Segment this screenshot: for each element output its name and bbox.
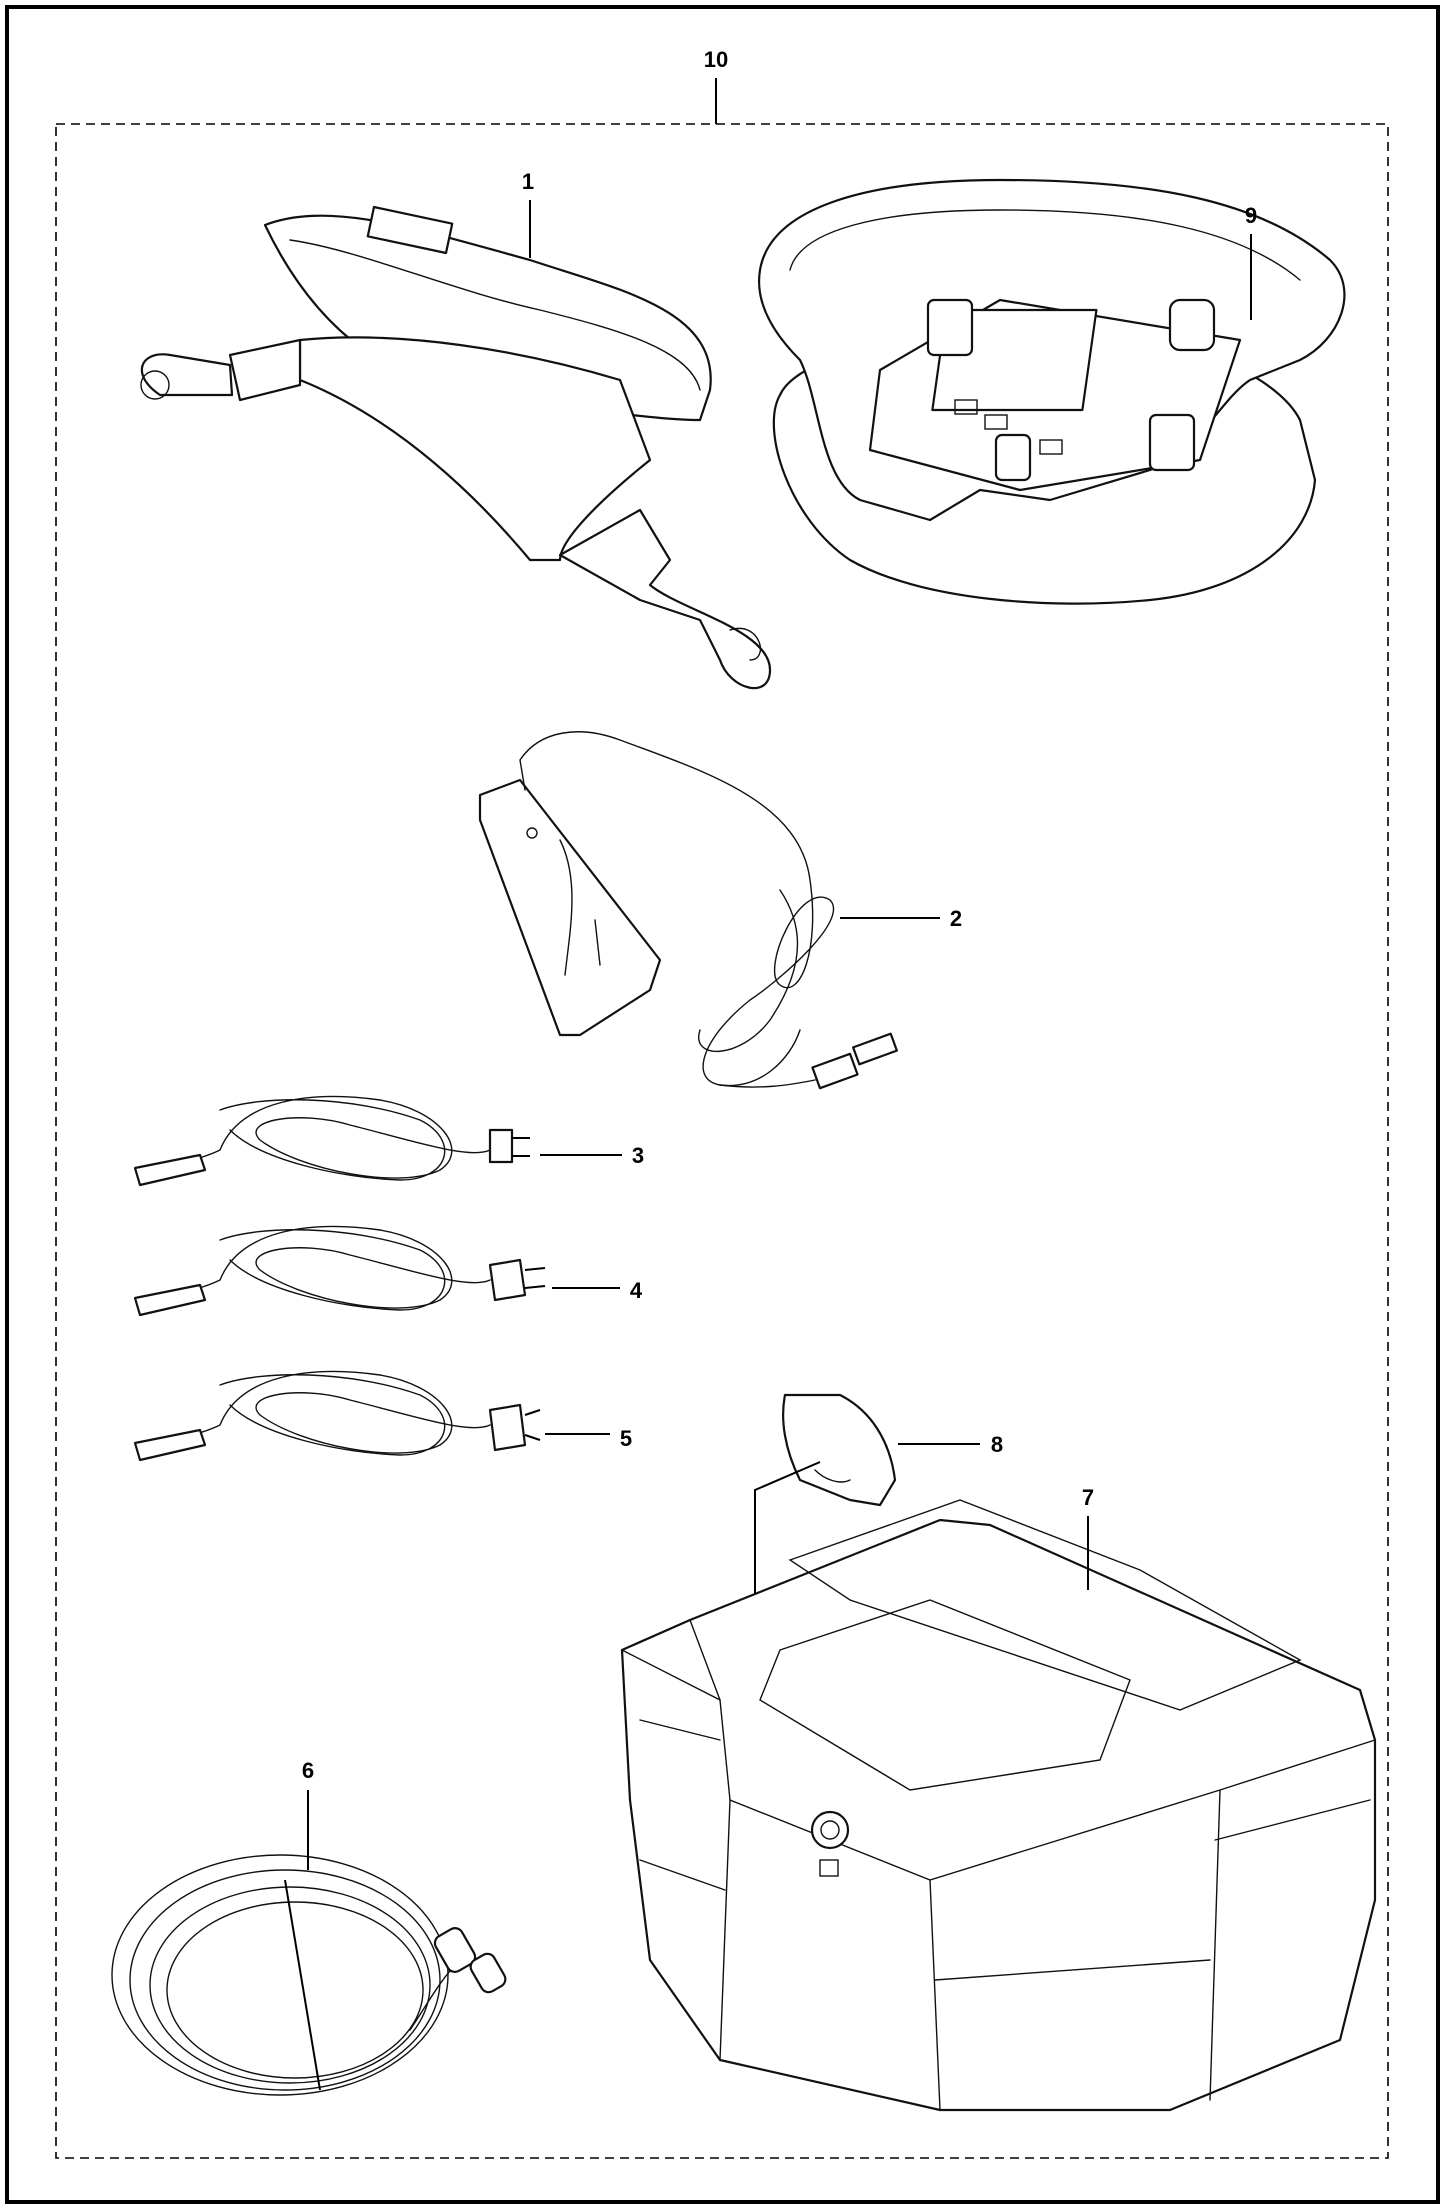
remote-control-drawing: [758, 178, 1346, 605]
outer-border: [5, 5, 1440, 2204]
power-cord-au-drawing: [133, 1370, 541, 1462]
callout-6: 6: [302, 1758, 314, 1870]
callout-10: 10: [704, 47, 728, 124]
power-adapter-drawing: [478, 731, 898, 1090]
callout-5: 5: [545, 1426, 632, 1451]
svg-text:7: 7: [1082, 1485, 1094, 1510]
callout-1: 1: [522, 169, 534, 258]
callout-label: 10: [704, 47, 728, 72]
svg-text:8: 8: [991, 1432, 1003, 1457]
callout-3: 3: [540, 1143, 644, 1168]
carrying-case-drawing: [620, 1499, 1377, 2112]
power-cord-us-drawing: [133, 1095, 530, 1187]
svg-text:3: 3: [632, 1143, 644, 1168]
svg-text:6: 6: [302, 1758, 314, 1783]
kit-boundary: [55, 123, 1389, 2159]
callout-9: 9: [1245, 203, 1257, 320]
cover-cap-drawing: [782, 1393, 897, 1507]
svg-text:4: 4: [630, 1278, 643, 1303]
svg-text:5: 5: [620, 1426, 632, 1451]
callout-2: 2: [840, 906, 962, 931]
shoulder-strap-drawing: [140, 205, 772, 690]
callout-7: 7: [1082, 1485, 1094, 1590]
svg-text:1: 1: [522, 169, 534, 194]
power-cord-eu-drawing: [133, 1225, 546, 1317]
svg-text:2: 2: [950, 906, 962, 931]
callout-4: 4: [552, 1278, 643, 1303]
extension-cable-drawing: [111, 1854, 507, 2096]
svg-text:9: 9: [1245, 203, 1257, 228]
